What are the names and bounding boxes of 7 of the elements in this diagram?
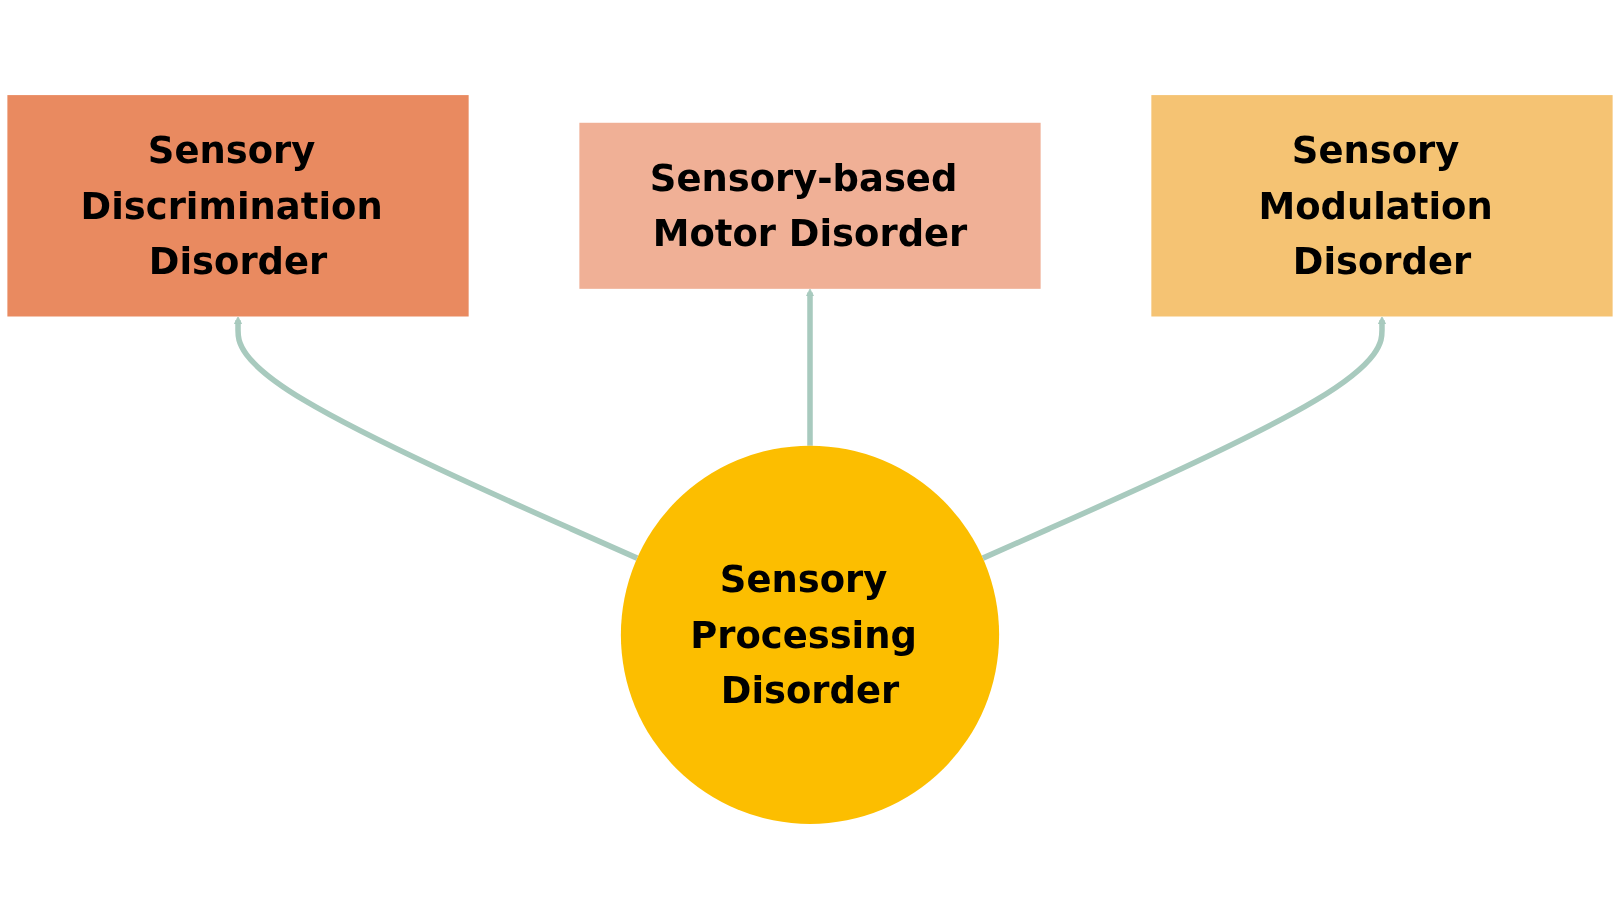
arrow	[981, 316, 1387, 561]
arrow	[805, 288, 815, 446]
node-box: Sensory Modulation Disorder	[1151, 95, 1613, 317]
node-box: Sensory Discrimination Disorder	[7, 95, 469, 317]
node-box: Sensory-based Motor Disorder	[579, 122, 1041, 289]
arrow	[233, 316, 639, 561]
node-circle: Sensory Processing Disorder	[620, 445, 1000, 824]
